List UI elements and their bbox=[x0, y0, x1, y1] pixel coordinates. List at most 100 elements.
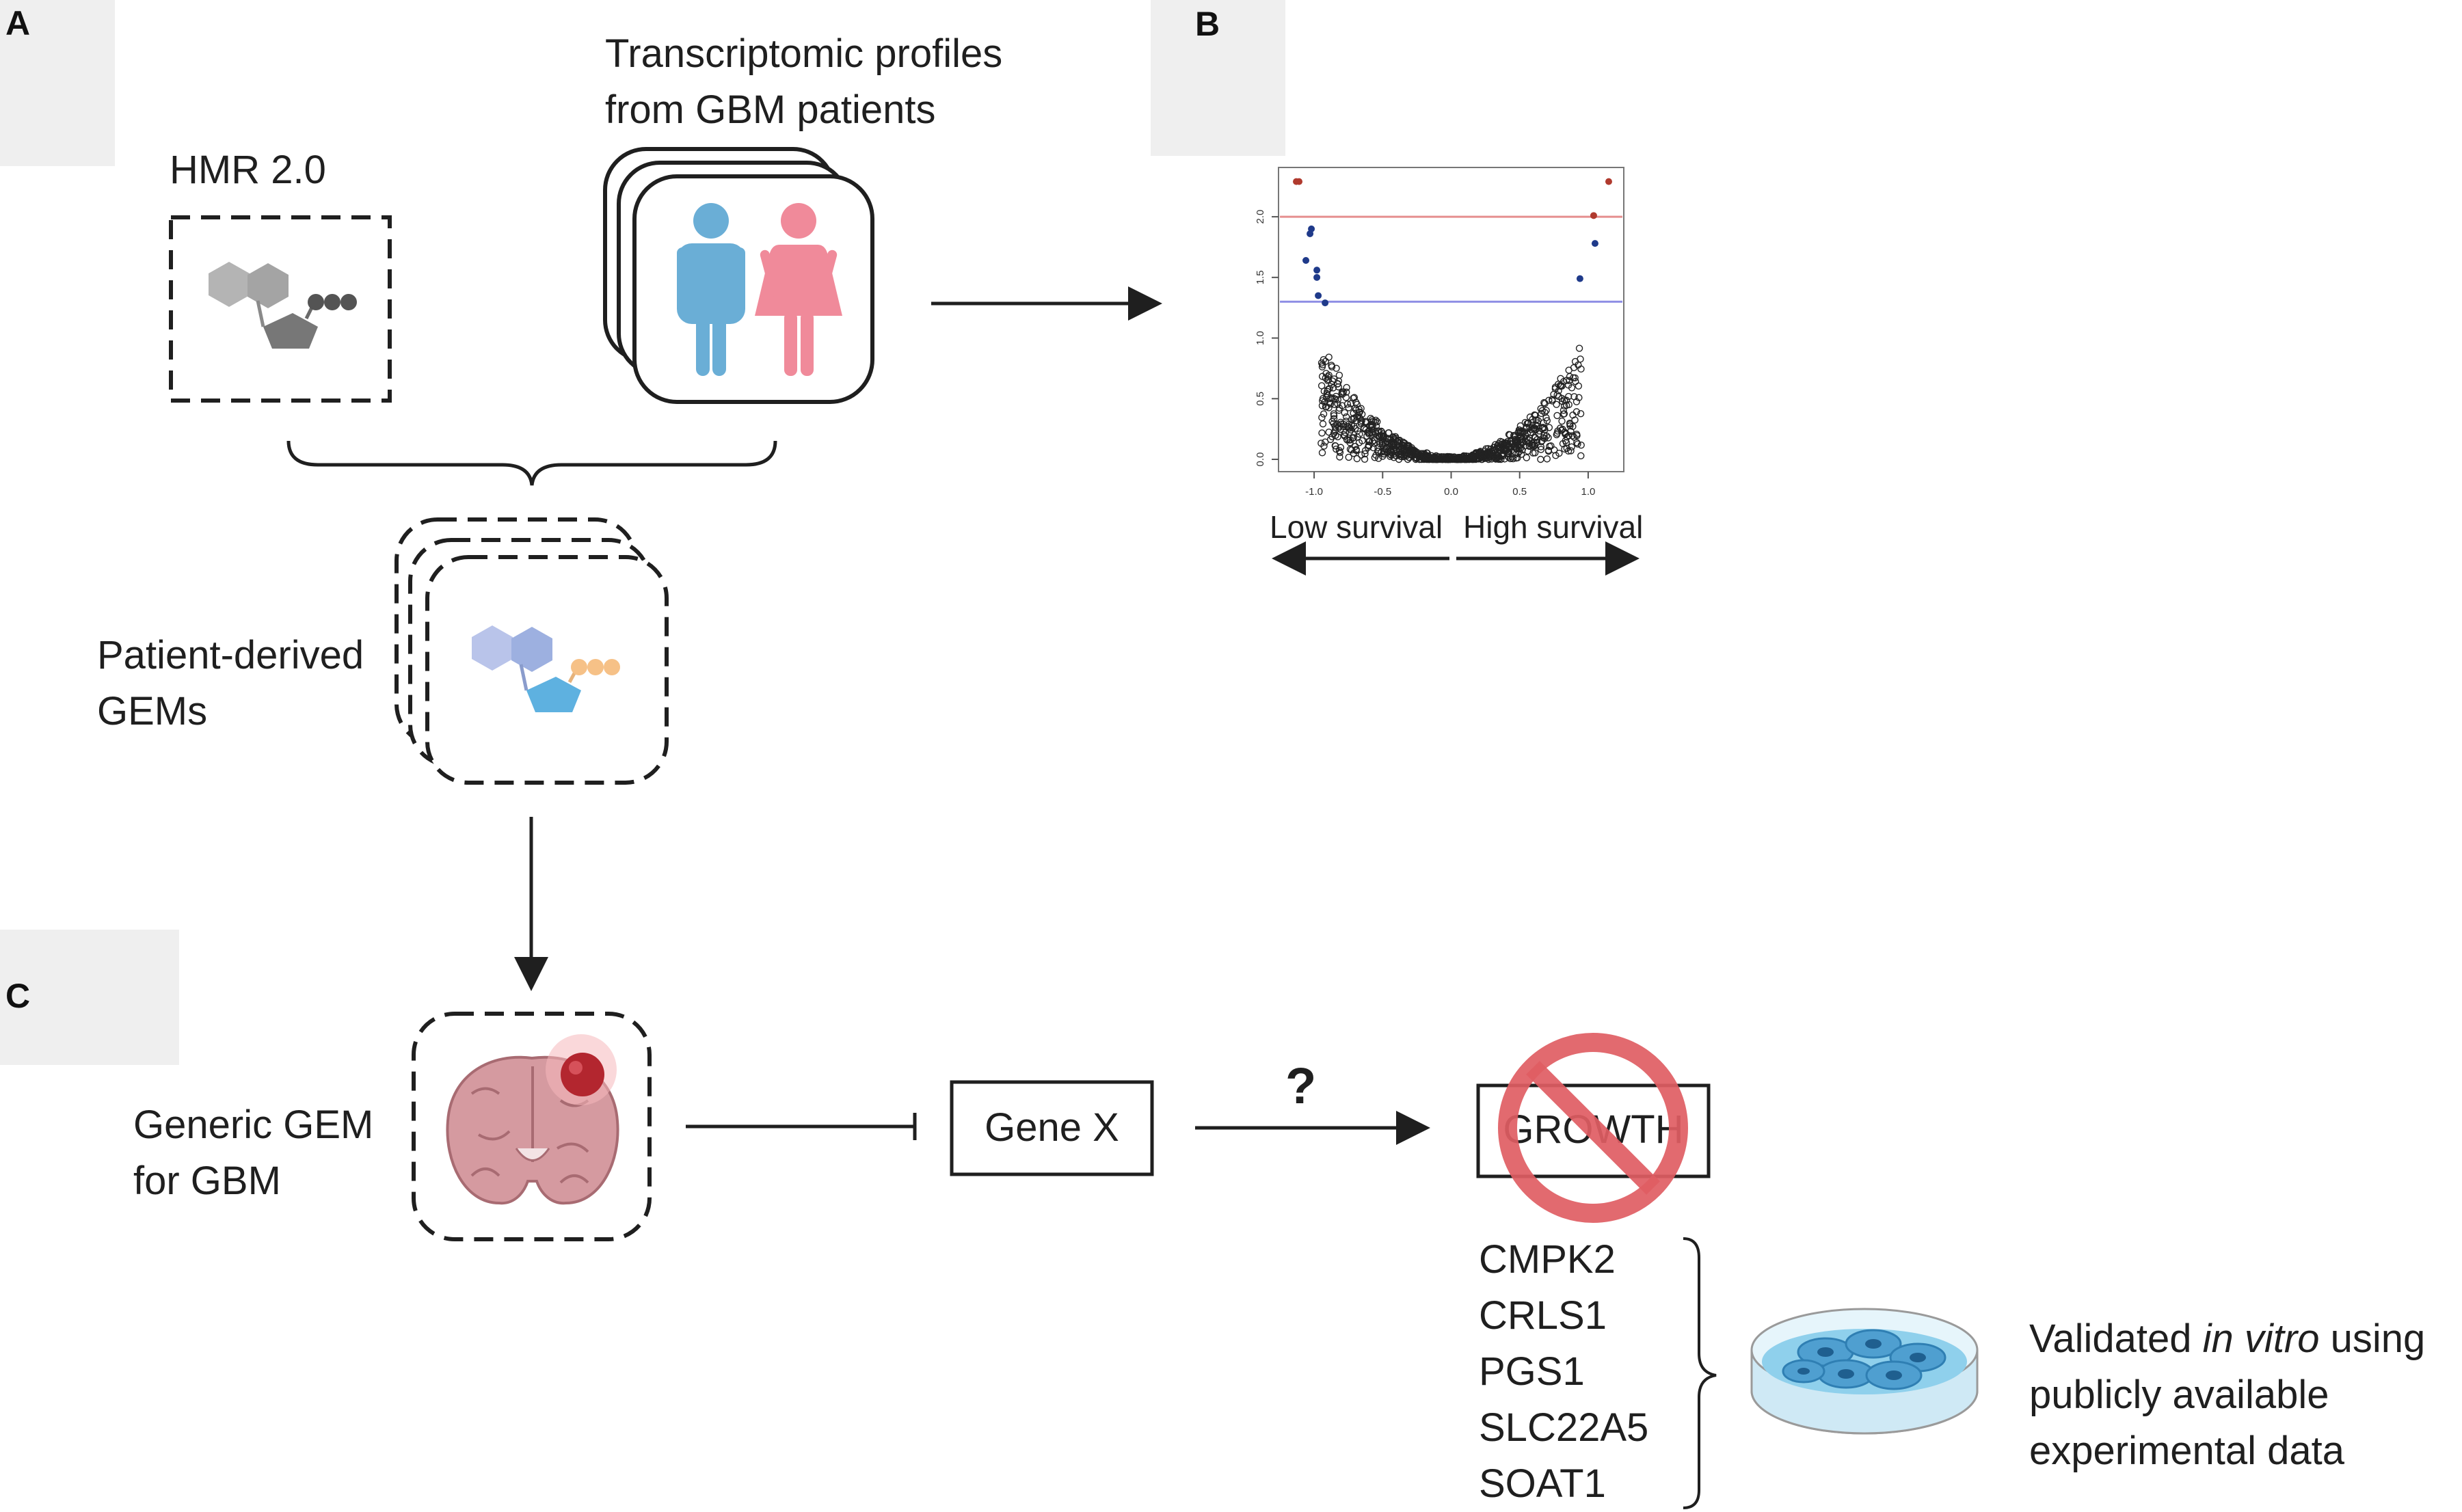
plot-point-open bbox=[1346, 428, 1354, 436]
plot-point-blue bbox=[1576, 275, 1583, 282]
plot-point-open bbox=[1346, 424, 1354, 432]
plot-point-open bbox=[1338, 390, 1346, 397]
panel-b-letter: B bbox=[1195, 5, 1220, 43]
generic-gem-label-line1: Generic GEM bbox=[133, 1103, 374, 1147]
gene-item: PGS1 bbox=[1479, 1349, 1585, 1394]
plot-point-open bbox=[1318, 429, 1326, 437]
plot-point-open bbox=[1537, 405, 1544, 413]
plot-point-open bbox=[1507, 437, 1515, 445]
plot-point-open bbox=[1319, 361, 1326, 368]
plot-point-red bbox=[1296, 178, 1303, 185]
plot-point-open bbox=[1320, 442, 1328, 450]
plot-point-open bbox=[1568, 443, 1575, 451]
plot-point-open bbox=[1397, 450, 1405, 457]
patient-gems-label-line1: Patient-derived bbox=[97, 633, 364, 677]
plot-point-open bbox=[1523, 454, 1530, 461]
plot-point-open bbox=[1457, 455, 1465, 463]
plot-point-open bbox=[1324, 386, 1332, 394]
plot-point-open bbox=[1497, 443, 1504, 451]
plot-point-open bbox=[1544, 434, 1552, 442]
plot-point-open bbox=[1541, 409, 1549, 416]
plot-point-open bbox=[1387, 448, 1394, 456]
plot-point-open bbox=[1408, 450, 1416, 458]
plot-point-open bbox=[1558, 417, 1566, 425]
patient-gem-cards bbox=[394, 517, 669, 785]
transcriptomics-label: Transcriptomic profiles from GBM patient… bbox=[605, 26, 1002, 138]
plot-point-open bbox=[1320, 355, 1327, 364]
plot-point-open bbox=[1524, 420, 1532, 427]
plot-point-open bbox=[1423, 455, 1431, 463]
plot-point-open bbox=[1343, 436, 1351, 444]
plot-point-open bbox=[1328, 433, 1336, 441]
plot-point-open bbox=[1405, 444, 1413, 452]
plot-point-open bbox=[1378, 437, 1386, 446]
plot-point-open bbox=[1332, 431, 1339, 440]
plot-point-open bbox=[1479, 450, 1486, 458]
plot-point-open bbox=[1353, 455, 1361, 463]
plot-point-open bbox=[1322, 394, 1330, 401]
plot-point-open bbox=[1485, 453, 1493, 461]
plot-point-open bbox=[1335, 383, 1342, 391]
y-tick-label: 1.0 bbox=[1255, 331, 1266, 345]
patient-gems-label-line2: GEMs bbox=[97, 689, 208, 733]
y-tick-label: 0.0 bbox=[1255, 453, 1266, 467]
plot-point-open bbox=[1330, 429, 1338, 437]
plot-point-open bbox=[1488, 447, 1495, 455]
brain-tumor-icon bbox=[446, 1034, 619, 1205]
plot-point-open bbox=[1438, 455, 1445, 463]
plot-point-open bbox=[1567, 447, 1575, 455]
plot-point-open bbox=[1505, 443, 1512, 451]
plot-point-open bbox=[1497, 455, 1505, 463]
plot-point-open bbox=[1350, 414, 1359, 422]
plot-point-open bbox=[1567, 427, 1575, 435]
plot-point-open bbox=[1575, 345, 1583, 352]
plot-point-blue bbox=[1591, 240, 1598, 247]
plot-point-open bbox=[1541, 435, 1549, 442]
plot-point-open bbox=[1359, 437, 1366, 445]
plot-point-open bbox=[1380, 450, 1388, 458]
gene-list: CMPK2 CRLS1 PGS1 SLC22A5 SOAT1 bbox=[1479, 1232, 1648, 1512]
plot-point-open bbox=[1574, 440, 1581, 448]
plot-point-open bbox=[1553, 401, 1560, 408]
plot-point-open bbox=[1370, 437, 1378, 444]
plot-point-open bbox=[1511, 441, 1519, 448]
plot-point-open bbox=[1505, 448, 1513, 455]
plot-point-open bbox=[1447, 455, 1454, 463]
plot-point-open bbox=[1558, 394, 1566, 403]
transcriptomics-label-line1: Transcriptomic profiles bbox=[605, 31, 1003, 76]
plot-point-open bbox=[1332, 442, 1339, 450]
plot-point-open bbox=[1361, 455, 1369, 463]
transcriptomics-label-line2: from GBM patients bbox=[605, 87, 936, 132]
plot-point-open bbox=[1355, 409, 1363, 416]
plot-point-open bbox=[1345, 453, 1352, 461]
plot-point-open bbox=[1541, 426, 1549, 433]
plot-point-open bbox=[1329, 384, 1337, 392]
plot-point-open bbox=[1390, 454, 1397, 461]
validation-line1-em: in vitro bbox=[2202, 1317, 2320, 1361]
validation-label: Validated in vitro using publicly availa… bbox=[2029, 1311, 2425, 1479]
gene-list-brace bbox=[1683, 1237, 1717, 1509]
plot-point-open bbox=[1508, 453, 1516, 461]
plot-point-open bbox=[1571, 357, 1579, 366]
plot-point-open bbox=[1342, 413, 1350, 421]
plot-point-open bbox=[1417, 450, 1425, 457]
validation-line2: publicly available bbox=[2029, 1373, 2329, 1417]
plot-point-open bbox=[1525, 442, 1534, 450]
generic-gem-label: Generic GEM for GBM bbox=[133, 1097, 373, 1209]
plot-point-open bbox=[1328, 381, 1335, 388]
validation-line1-post: using bbox=[2319, 1317, 2426, 1361]
petri-dish-icon bbox=[1750, 1308, 1979, 1435]
x-tick-label: -1.0 bbox=[1305, 486, 1323, 498]
plot-point-open bbox=[1355, 414, 1363, 421]
plot-point-open bbox=[1432, 453, 1439, 461]
plot-point-open bbox=[1545, 396, 1553, 404]
y-tick-label: 1.5 bbox=[1255, 270, 1266, 284]
plot-point-open bbox=[1335, 371, 1343, 379]
plot-point-open bbox=[1335, 422, 1343, 430]
plot-point-open bbox=[1337, 418, 1345, 427]
gene-box bbox=[950, 1080, 1154, 1176]
plot-point-open bbox=[1563, 377, 1570, 384]
plot-point-open bbox=[1357, 451, 1365, 459]
plot-point-open bbox=[1395, 437, 1402, 444]
